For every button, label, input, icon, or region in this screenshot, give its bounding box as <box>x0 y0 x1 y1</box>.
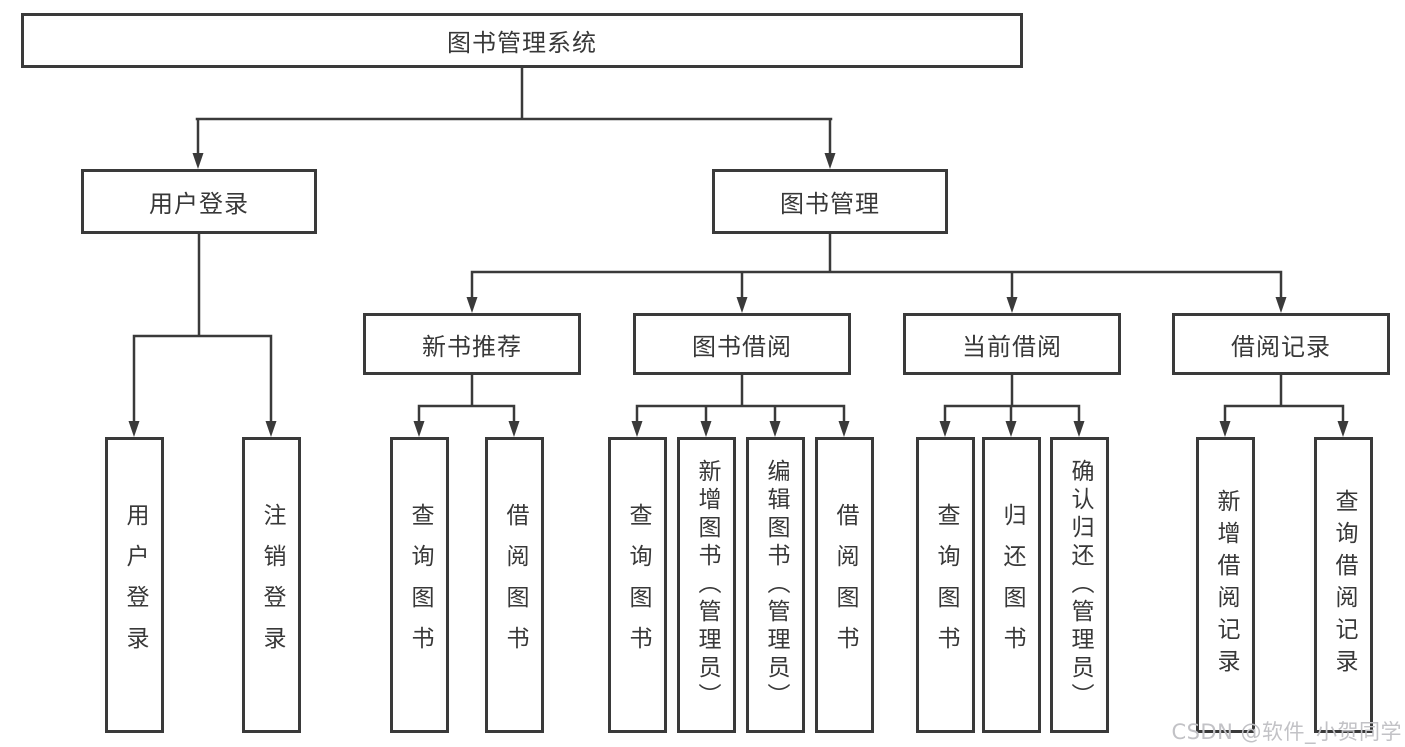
node-current-borrowing: 当前借阅 <box>903 313 1121 375</box>
leaf-borrow-books-2: 借阅图书 <box>815 437 874 733</box>
leaf-return-books-label: 归还图书 <box>999 503 1025 667</box>
node-user-login-label: 用户登录 <box>149 190 249 218</box>
node-current-borrowing-label: 当前借阅 <box>962 332 1062 361</box>
leaf-query-books-2-label: 查询图书 <box>625 503 651 667</box>
node-new-book-recommend-label: 新书推荐 <box>422 332 522 361</box>
node-new-book-recommend: 新书推荐 <box>363 313 581 375</box>
leaf-borrow-books-1-label: 借阅图书 <box>502 503 528 667</box>
node-book-management-label: 图书管理 <box>780 190 880 218</box>
node-book-borrowing: 图书借阅 <box>633 313 851 375</box>
leaf-add-books-admin: 新增图书（管理员） <box>677 437 736 733</box>
csdn-watermark: CSDN @软件_小贺同学 <box>1171 720 1402 744</box>
leaf-query-books-2: 查询图书 <box>608 437 667 733</box>
leaf-query-books-1: 查询图书 <box>390 437 449 733</box>
leaf-edit-books-admin: 编辑图书（管理员） <box>746 437 805 733</box>
leaf-confirm-return-admin-label: 确认归还（管理员） <box>1067 459 1093 711</box>
leaf-add-books-admin-label: 新增图书（管理员） <box>694 459 720 711</box>
leaf-return-books: 归还图书 <box>982 437 1041 733</box>
leaf-borrow-books-2-label: 借阅图书 <box>832 503 858 667</box>
leaf-add-borrow-record: 新增借阅记录 <box>1196 437 1255 733</box>
leaf-add-borrow-record-label: 新增借阅记录 <box>1213 489 1239 681</box>
leaf-query-books-3: 查询图书 <box>916 437 975 733</box>
node-user-login: 用户登录 <box>81 169 317 234</box>
leaf-edit-books-admin-label: 编辑图书（管理员） <box>763 459 789 711</box>
node-root-label: 图书管理系统 <box>447 29 597 57</box>
leaf-query-borrow-record-label: 查询借阅记录 <box>1331 489 1357 681</box>
leaf-confirm-return-admin: 确认归还（管理员） <box>1050 437 1109 733</box>
node-root: 图书管理系统 <box>21 13 1023 68</box>
leaf-query-books-1-label: 查询图书 <box>407 503 433 667</box>
leaf-query-borrow-record: 查询借阅记录 <box>1314 437 1373 733</box>
leaf-query-books-3-label: 查询图书 <box>933 503 959 667</box>
node-borrowing-records-label: 借阅记录 <box>1231 332 1331 361</box>
node-borrowing-records: 借阅记录 <box>1172 313 1390 375</box>
node-book-borrowing-label: 图书借阅 <box>692 332 792 361</box>
leaf-logout-label: 注销登录 <box>259 503 285 667</box>
leaf-logout: 注销登录 <box>242 437 301 733</box>
leaf-user-login: 用户登录 <box>105 437 164 733</box>
leaf-user-login-label: 用户登录 <box>122 503 148 667</box>
node-book-management: 图书管理 <box>712 169 948 234</box>
leaf-borrow-books-1: 借阅图书 <box>485 437 544 733</box>
